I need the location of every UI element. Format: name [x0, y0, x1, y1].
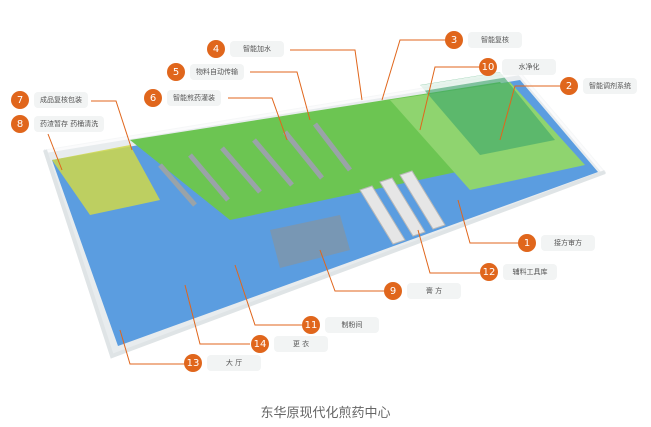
callout-12: 12 辅料工具库	[480, 263, 557, 281]
callout-label: 智能煎药灌装	[167, 90, 221, 106]
callout-6: 6 智能煎药灌装	[144, 89, 221, 107]
callout-label: 水净化	[502, 59, 556, 75]
callout-number: 10	[479, 58, 497, 76]
callout-number: 4	[207, 40, 225, 58]
shelving-units	[359, 170, 446, 245]
callout-number: 1	[518, 234, 536, 252]
callout-2: 2 智能调剂系统	[560, 77, 637, 95]
callout-number: 6	[144, 89, 162, 107]
callout-label: 智能加水	[230, 41, 284, 57]
paste-room	[270, 215, 350, 268]
callout-label: 更 衣	[274, 336, 328, 352]
callout-number: 7	[11, 91, 29, 109]
callout-8: 8 药渣暂存 药桶清洗	[11, 115, 105, 133]
callout-10: 10 水净化	[479, 58, 556, 76]
callout-number: 2	[560, 77, 578, 95]
callout-3: 3 智能复核	[445, 31, 522, 49]
callout-13: 13 大 厅	[184, 354, 261, 372]
callout-number: 9	[384, 282, 402, 300]
callout-label: 智能复核	[468, 32, 522, 48]
callout-leader-lines	[47, 39, 560, 365]
callout-number: 13	[184, 354, 202, 372]
callout-label: 接方审方	[541, 235, 595, 251]
callout-label: 制粉间	[325, 317, 379, 333]
callout-label: 膏 方	[407, 283, 461, 299]
decoction-machine-rows	[158, 122, 352, 207]
callout-14: 14 更 衣	[251, 335, 328, 353]
callout-label: 药渣暂存 药桶清洗	[34, 116, 105, 132]
callout-label: 物料自动传输	[190, 64, 244, 80]
callout-number: 5	[167, 63, 185, 81]
callout-label: 成品复核包装	[34, 92, 88, 108]
callout-5: 5 物料自动传输	[167, 63, 244, 81]
callout-4: 4 智能加水	[207, 40, 284, 58]
callout-number: 3	[445, 31, 463, 49]
callout-label: 辅料工具库	[503, 264, 557, 280]
callout-7: 7 成品复核包装	[11, 91, 88, 109]
callout-1: 1 接方审方	[518, 234, 595, 252]
callout-label: 智能调剂系统	[583, 78, 637, 94]
callout-number: 8	[11, 115, 29, 133]
callout-number: 12	[480, 263, 498, 281]
callout-number: 14	[251, 335, 269, 353]
figure-caption: 东华原现代化煎药中心	[260, 406, 391, 421]
callout-9: 9 膏 方	[384, 282, 461, 300]
yellow-packaging-area	[52, 145, 160, 215]
callout-11: 11 制粉间	[302, 316, 379, 334]
callout-label: 大 厅	[207, 355, 261, 371]
callout-number: 11	[302, 316, 320, 334]
dispensing-cabinets	[420, 72, 555, 155]
